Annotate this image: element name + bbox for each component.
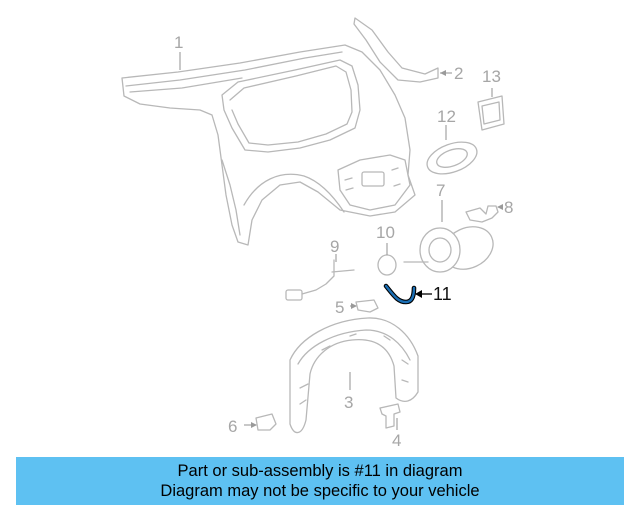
callout-4: 4 (392, 431, 401, 450)
callout-5: 5 (335, 298, 344, 317)
callout-3: 3 (344, 393, 353, 412)
callout-13: 13 (482, 67, 501, 86)
callout-12: 12 (437, 107, 456, 126)
callout-2: 2 (454, 64, 463, 83)
callout-1: 1 (174, 33, 183, 52)
parts-diagram: 1 2 13 12 7 8 10 (121, 17, 513, 450)
callout-10: 10 (376, 223, 395, 242)
fuel-door-part-7: 7 (403, 181, 494, 273)
callout-6: 6 (228, 417, 237, 436)
hose-part-11[interactable]: 11 (383, 283, 452, 305)
reflector-part-13: 13 (477, 67, 505, 131)
banner-line-2: Diagram may not be specific to your vehi… (160, 482, 480, 500)
cap-part-10: 10 (376, 223, 397, 276)
callout-8: 8 (504, 198, 513, 217)
cable-part-9: 9 (285, 237, 355, 301)
callout-11: 11 (433, 284, 452, 304)
push-pin-part-4: 4 (379, 403, 401, 450)
banner-line-1: Part or sub-assembly is #11 in diagram (177, 462, 463, 480)
info-banner: Part or sub-assembly is #11 in diagram D… (16, 457, 624, 505)
clip-part-5: 5 (335, 298, 379, 317)
quarter-panel-part-1: 1 (121, 33, 416, 246)
hinge-part-8: 8 (465, 198, 513, 223)
housing-part-12: 12 (426, 107, 478, 175)
callout-9: 9 (330, 237, 339, 256)
pillar-trim-part-2: 2 (353, 17, 463, 83)
fender-liner-part-3: 3 (289, 317, 419, 434)
callout-7: 7 (436, 181, 445, 200)
bracket-part-6: 6 (228, 413, 277, 436)
